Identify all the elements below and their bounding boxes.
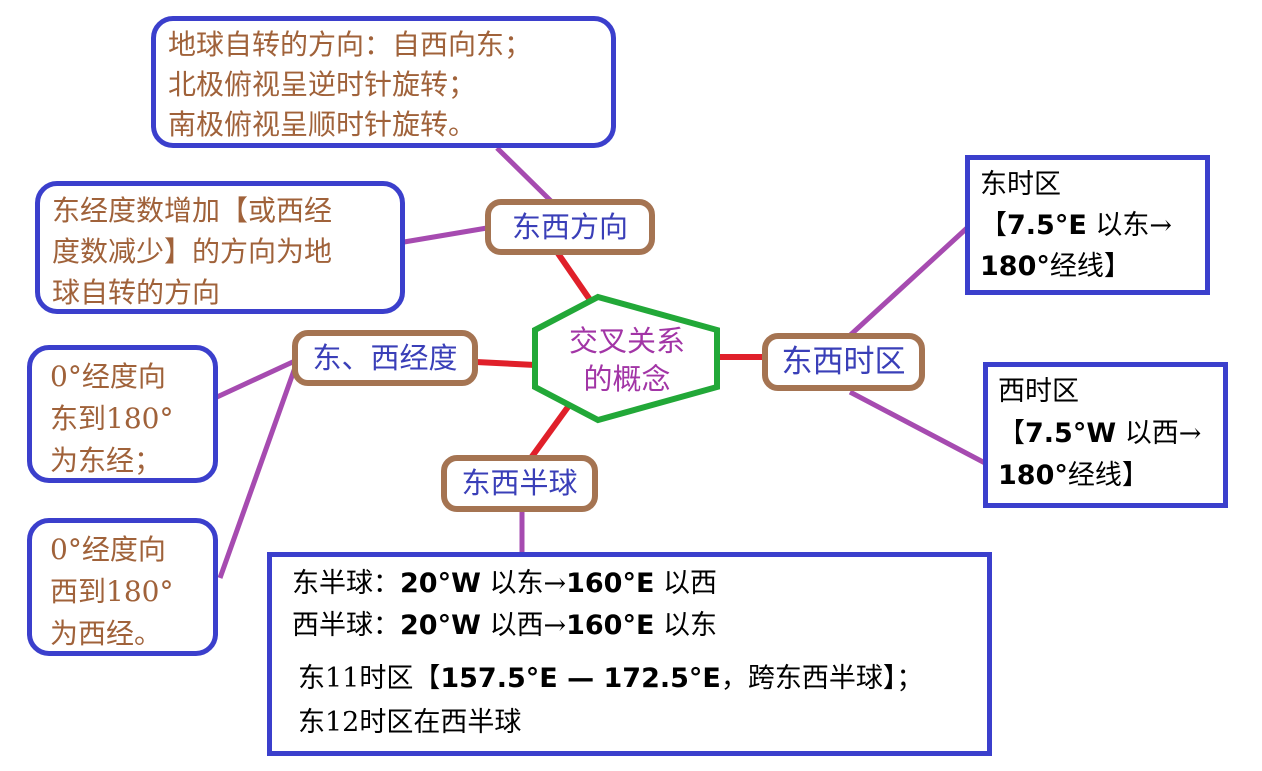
west-tz-end: 180°经线】 [998, 455, 1223, 497]
hemi-zone11-row: 东11时区【157.5°E — 172.5°E，跨东西半球】； [292, 657, 987, 701]
hemi-east-mid: 以东→ [480, 568, 567, 599]
hemi-east-tail: 以西 [654, 568, 717, 599]
hemi-zone11-label: 东11时区【 [298, 663, 441, 694]
east-tz-end-text: 经线】 [1049, 251, 1131, 282]
note-west-longitude: 0°经度向 西到180° 为西经。 [27, 518, 218, 656]
node-hemisphere-label: 东西半球 [461, 466, 578, 500]
node-longitude-label: 东、西经度 [312, 341, 458, 375]
east-tz-range: 【7.5°E 以东→ [980, 205, 1205, 246]
hemi-east-start: 20°W [400, 568, 481, 599]
node-timezone-label: 东西时区 [781, 344, 906, 380]
hemi-west-tail: 以东 [654, 610, 717, 641]
hemi-zone11-tail: ，跨东西半球】； [720, 663, 924, 694]
west-tz-range: 【7.5°W 以西→ [998, 413, 1223, 455]
hemi-west-mid: 以西→ [480, 610, 567, 641]
west-long-line-2: 西到180° [50, 575, 174, 608]
direction-def-line-3: 球自转的方向 [52, 276, 221, 309]
east-tz-bracket: 【 [980, 210, 1007, 241]
west-tz-title: 西时区 [998, 376, 1079, 407]
east-tz-end-value: 180° [980, 251, 1050, 282]
west-tz-end-value: 180° [998, 460, 1068, 491]
east-long-line-1: 0°经度向 [50, 360, 166, 393]
note-hemispheres: 东半球：20°W 以东→160°E 以西 西半球：20°W 以西→160°E 以… [267, 552, 992, 756]
node-east-west-longitude: 东、西经度 [292, 330, 478, 386]
hemi-zone11-range: 157.5°E — 172.5°E [440, 663, 721, 694]
hemi-west-end: 160°E [566, 610, 655, 641]
rotation-line-2: 北极俯视呈逆时针旋转； [168, 68, 477, 101]
east-tz-title: 东时区 [980, 169, 1061, 200]
center-line-2: 的概念 [583, 362, 671, 396]
link-center-hemisphere [525, 398, 576, 464]
hemi-west-row: 西半球：20°W 以西→160°E 以东 [292, 605, 987, 647]
node-direction-label: 东西方向 [511, 210, 628, 244]
center-concept: 交叉关系 的概念 [538, 322, 716, 404]
east-tz-start: 7.5°E [1007, 210, 1087, 241]
direction-def-line-1: 东经度数增加【或西经 [52, 194, 333, 227]
hemi-west-start: 20°W [400, 610, 481, 641]
hemi-east-row: 东半球：20°W 以东→160°E 以西 [292, 563, 987, 605]
east-long-line-3: 为东经； [50, 444, 163, 477]
east-long-line-2: 东到180° [50, 402, 174, 435]
west-tz-direction: 以西→ [1116, 418, 1202, 449]
link-longitude-west [217, 361, 300, 579]
note-west-timezone: 西时区 【7.5°W 以西→ 180°经线】 [983, 362, 1228, 508]
link-direction-rotation [495, 146, 555, 205]
west-tz-start: 7.5°W [1025, 418, 1117, 449]
node-east-west-direction: 东西方向 [485, 199, 655, 255]
hemi-east-label: 东半球： [292, 568, 400, 599]
link-timezone-west [848, 389, 987, 466]
east-tz-end: 180°经线】 [980, 246, 1205, 287]
note-rotation-direction: 地球自转的方向：自西向东； 北极俯视呈逆时针旋转； 南极俯视呈顺时针旋转。 [151, 16, 616, 148]
hemi-east-end: 160°E [566, 568, 655, 599]
link-timezone-east [844, 226, 969, 341]
link-direction-def [403, 225, 488, 245]
note-east-timezone: 东时区 【7.5°E 以东→ 180°经线】 [965, 155, 1210, 295]
link-center-longitude [475, 359, 536, 368]
west-long-line-3: 为西经。 [50, 617, 163, 650]
node-east-west-timezone: 东西时区 [762, 333, 925, 391]
east-tz-direction: 以东→ [1086, 210, 1172, 241]
node-east-west-hemisphere: 东西半球 [441, 455, 598, 512]
west-tz-end-text: 经线】 [1067, 460, 1149, 491]
hemi-zone12-row: 东12时区在西半球 [292, 701, 987, 745]
west-tz-bracket: 【 [998, 418, 1025, 449]
note-direction-definition: 东经度数增加【或西经 度数减少】的方向为地 球自转的方向 [35, 181, 405, 314]
center-line-1: 交叉关系 [568, 324, 685, 358]
direction-def-line-2: 度数减少】的方向为地 [52, 235, 333, 268]
rotation-line-1: 地球自转的方向：自西向东； [168, 28, 533, 61]
hemi-zone12-text: 东12时区在西半球 [298, 707, 522, 738]
center-hexagon [532, 293, 720, 424]
west-long-line-1: 0°经度向 [50, 533, 166, 566]
note-east-longitude: 0°经度向 东到180° 为东经； [27, 345, 218, 483]
hemi-west-label: 西半球： [292, 610, 400, 641]
link-longitude-east [215, 357, 299, 400]
rotation-line-3: 南极俯视呈顺时针旋转。 [168, 108, 477, 141]
